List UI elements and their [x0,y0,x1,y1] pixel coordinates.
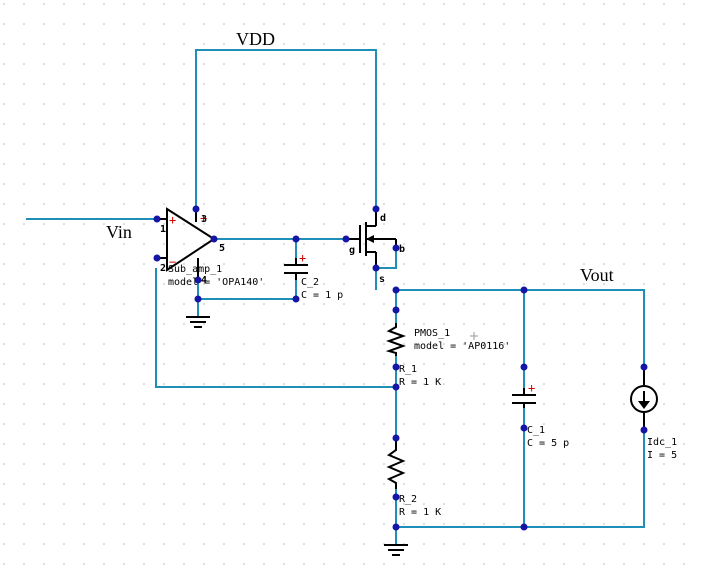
pmos-pin-g: g [349,245,355,256]
pmos-pin-b: b [399,244,405,255]
c1-name-label: C_1 [527,425,545,436]
nodes [153,205,648,531]
pmos-name-label: PMOS_1 [414,328,450,339]
pmos-pin-s: s [379,274,385,285]
opamp-plus-sign: + [169,213,176,227]
wire-vout[interactable] [396,289,645,367]
pmos-model-label: model = 'AP0116' [414,341,510,352]
opamp-name-label: Sub_amp_1 [168,264,222,275]
r2-name-label: R_2 [399,494,417,505]
r2-value-label: R = 1 K [399,507,441,518]
r1-value-label: R = 1 K [399,377,441,388]
crosshair-cursor-icon [470,332,478,340]
opamp-pin-4: 4 [201,275,207,286]
c2-plus-sign: + [299,251,306,265]
wire-source-bulk[interactable] [376,248,397,269]
opamp-pin-3: 3 [201,214,207,225]
opamp-supply-plus-sign: + [200,211,207,225]
wire-feedback[interactable] [155,268,396,388]
wire-vdd[interactable] [195,49,377,209]
idc-value-label: I = 5 [647,450,677,461]
capacitor-c2[interactable] [284,258,308,280]
net-label-vdd: VDD [236,29,275,49]
resistor-r1[interactable] [385,323,406,356]
r1-name-label: R_1 [399,364,417,375]
ground-symbol-1[interactable] [186,316,210,328]
opamp-pin-1: 1 [160,224,166,235]
opamp-pin-5: 5 [219,243,225,254]
net-label-vin: Vin [106,222,132,242]
c1-value-label: C = 5 p [527,438,569,449]
resistor-r2[interactable] [386,438,406,489]
ground-symbol-2[interactable] [384,544,408,556]
capacitor-c1[interactable] [512,388,536,408]
opamp-minus-sign: − [169,255,176,269]
wire-bottom-rail[interactable] [396,430,645,528]
opamp-pin-2: 2 [160,263,166,274]
c1-plus-sign: + [528,381,535,395]
idc-name-label: Idc_1 [647,437,677,448]
pmos-pin-d: d [380,213,386,224]
net-label-vout: Vout [580,265,614,285]
c2-name-label: C_2 [301,277,319,288]
opamp-model-label: model = 'OPA140' [168,277,264,288]
c2-value-label: C = 1 p [301,290,343,301]
